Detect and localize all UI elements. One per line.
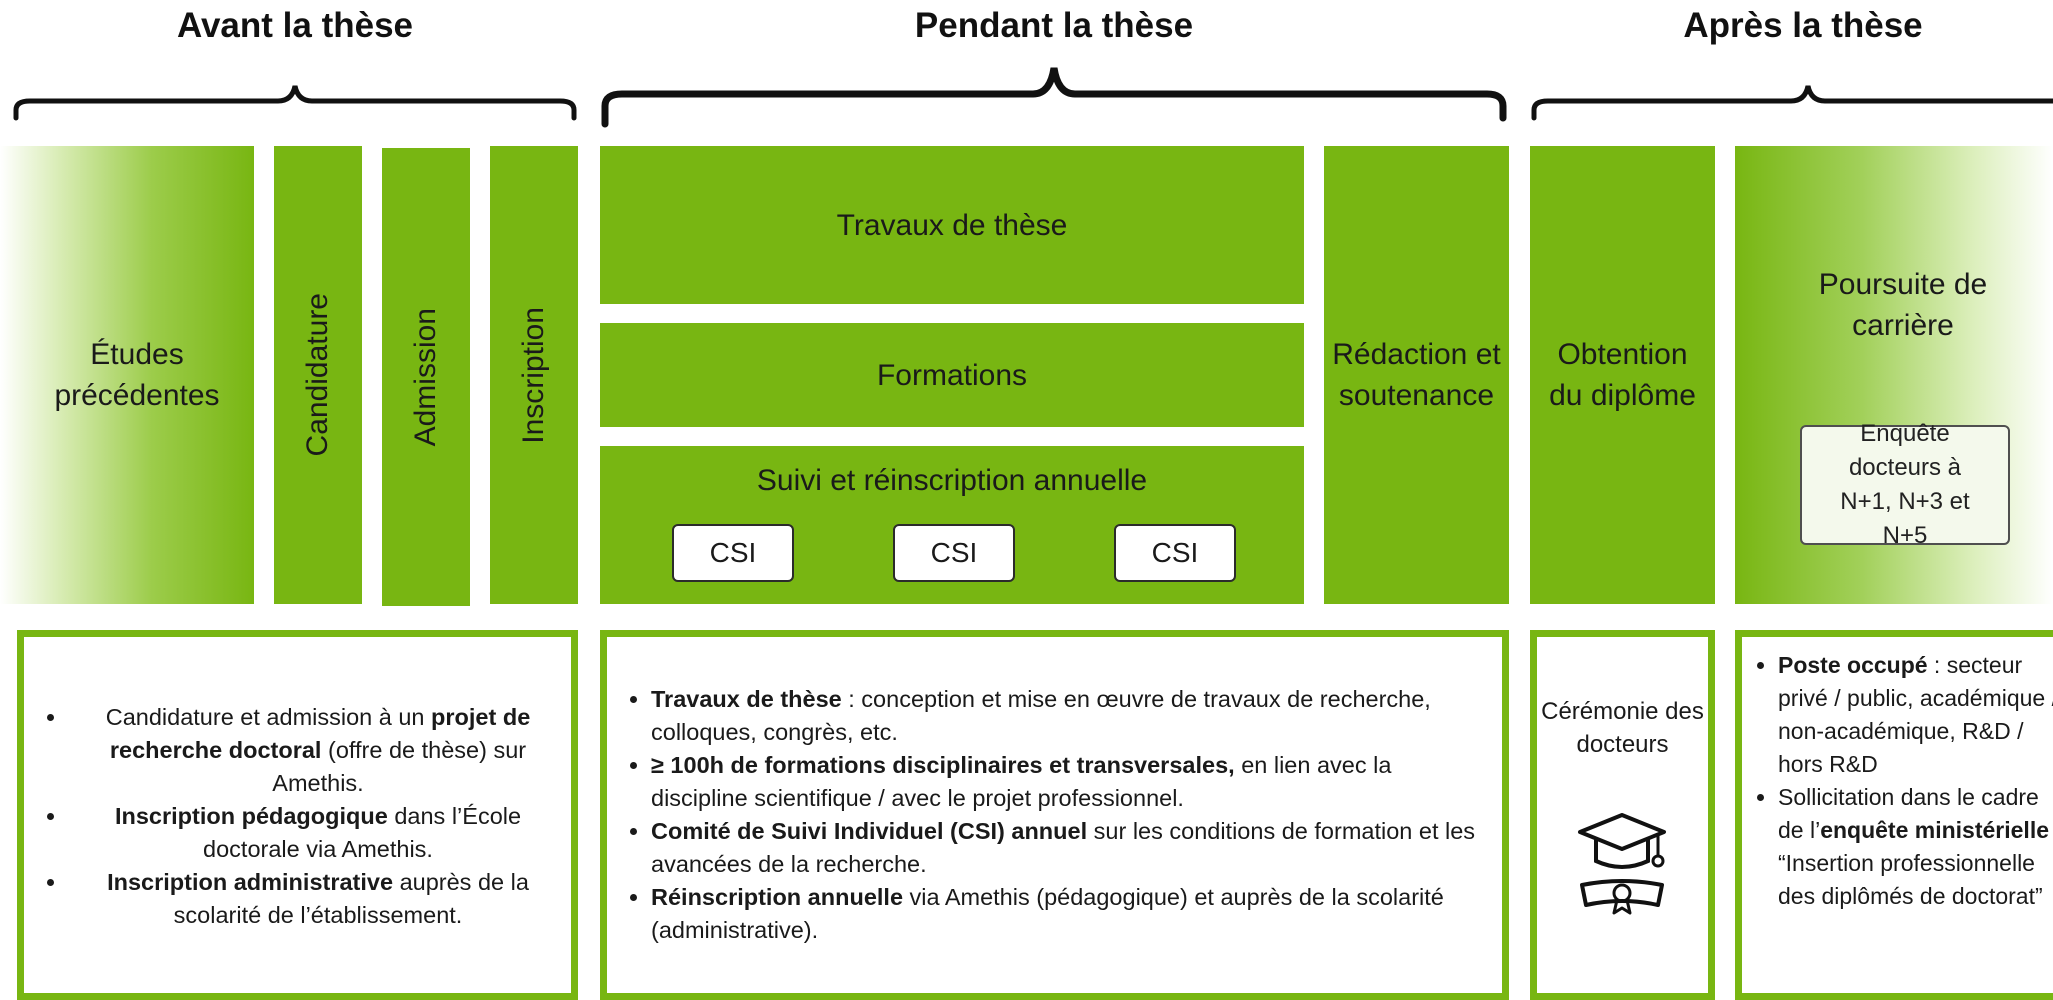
brace-during [601,67,1507,128]
label-inscription: Inscription [517,306,550,444]
label-redaction-soutenance: Rédaction et soutenance [1332,338,1501,412]
label-formations: Formations [876,358,1028,392]
label-ceremonie: Cérémonie des docteurs [1541,698,1704,758]
box-redaction-soutenance: Rédaction et soutenance [1324,146,1509,604]
graduation-cap-diploma-icon [1578,813,1666,915]
label-etudes-precedentes: Études précédentes [54,338,220,412]
box-suivi-reinscription: Suivi et réinscription annuelle CSI CSI … [600,446,1304,604]
box-obtention-diplome: Obtention du diplôme [1530,146,1715,604]
bullet-item: Réinscription annuelle via Amethis (péda… [651,881,1491,947]
box-inscription: Inscription [490,146,578,604]
bullet-item: ≥ 100h de formations disciplinaires et t… [651,749,1491,815]
bullet-item: Sollicitation dans le cadre de l’enquête… [1778,781,2053,913]
enquete-badge: Enquête docteurs à N+1, N+3 et N+5 [1800,420,2010,549]
list-pendant-these: Travaux de thèse : conception et mise en… [607,683,1491,947]
box-candidature: Candidature [274,146,362,604]
box-formations: Formations [600,323,1304,427]
bullet-item: Candidature et admission à un projet de … [68,701,568,800]
box-poursuite-carriere: Poursuite de carrière Enquête docteurs à… [1735,146,2053,604]
label-obtention-diplome: Obtention du diplôme [1549,338,1696,412]
label-enquete: Enquête docteurs à N+1, N+3 et N+5 [1840,420,1970,549]
label-admission: Admission [409,307,442,447]
phase-title-before: Avant la thèse [176,6,413,45]
phase-title-during: Pendant la thèse [914,6,1194,45]
bullet-item: Travaux de thèse : conception et mise en… [651,683,1491,749]
label-poursuite-carriere: Poursuite de carrière [1818,268,1988,342]
bullet-item: Inscription administrative auprès de la … [68,866,568,932]
panel-ceremonie: Cérémonie des docteurs [1530,630,1715,1000]
panel-pendant-these: Travaux de thèse : conception et mise en… [600,630,1509,1000]
csi-badge: CSI [1114,524,1236,582]
csi-badge: CSI [893,524,1015,582]
box-admission: Admission [382,148,470,606]
brace-before [13,85,577,121]
panel-avant-these: Candidature et admission à un projet de … [17,630,578,1000]
bullet-item: Inscription pédagogique dans l’École doc… [68,800,568,866]
brace-after [1531,85,2053,121]
label-travaux-de-these: Travaux de thèse [836,208,1068,242]
box-travaux-de-these: Travaux de thèse [600,146,1304,304]
list-avant-these: Candidature et admission à un projet de … [24,701,568,932]
bullet-item: Poste occupé : secteur privé / public, a… [1778,649,2053,781]
list-apres-these: Poste occupé : secteur privé / public, a… [1742,649,2053,913]
label-suivi-reinscription: Suivi et réinscription annuelle [756,464,1148,497]
box-etudes-precedentes: Études précédentes [0,146,254,604]
csi-badge: CSI [672,524,794,582]
phase-title-after: Après la thèse [1683,6,1923,45]
bullet-item: Comité de Suivi Individuel (CSI) annuel … [651,815,1491,881]
label-candidature: Candidature [301,293,334,457]
panel-apres-these: Poste occupé : secteur privé / public, a… [1735,630,2053,1000]
